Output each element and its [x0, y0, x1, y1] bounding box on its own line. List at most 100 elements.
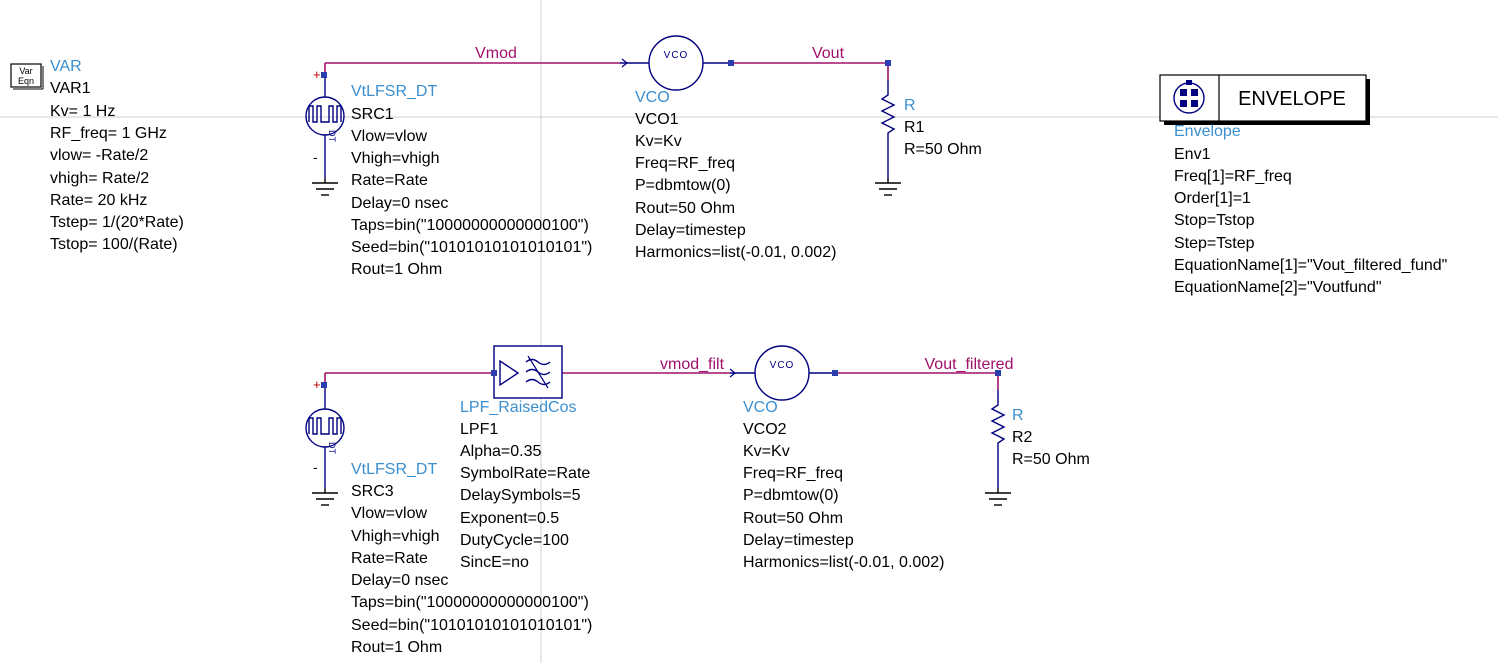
r1-instance-name: R1: [904, 119, 925, 136]
src1-pin: [321, 72, 327, 78]
ground-icon: [312, 178, 338, 196]
vco2-param: Harmonics=list(-0.01, 0.002): [743, 554, 944, 571]
src3-type-label: VtLFSR_DT: [351, 461, 437, 478]
var-type-label: VAR: [50, 58, 82, 75]
vco-icon: [648, 35, 704, 91]
vco1-param: Harmonics=list(-0.01, 0.002): [635, 244, 836, 261]
r2-param: R=50 Ohm: [1012, 451, 1090, 468]
lpf1-type-label: LPF_RaisedCos: [460, 399, 577, 416]
src1-param: Rout=1 Ohm: [351, 261, 442, 278]
net-label-vout: Vout: [812, 45, 845, 62]
var-param: Rate= 20 kHz: [50, 192, 147, 209]
top-chain-wires: Vmod Vout: [324, 45, 889, 80]
vco2-param: Freq=RF_freq: [743, 465, 843, 482]
r1-param: R=50 Ohm: [904, 141, 982, 158]
vco2-type-label: VCO: [743, 399, 778, 416]
ground-icon: [875, 178, 901, 196]
envelope-param: Step=Tstep: [1174, 235, 1255, 252]
var-icon-top: Var: [19, 66, 32, 76]
src1-instance-name: SRC1: [351, 106, 394, 123]
resistor-icon: [990, 390, 1006, 488]
r2-pin: [995, 370, 1001, 376]
vco-icon: [754, 345, 810, 401]
vco1-param: Kv=Kv: [635, 133, 682, 150]
lpf1-param: DelaySymbols=5: [460, 487, 581, 504]
vco2-component[interactable]: VCO VCO VCO2 Kv=Kv Freq=RF_freq P=dbmtow…: [729, 345, 944, 571]
vco2-param: Delay=timestep: [743, 532, 854, 549]
filter-box: [493, 345, 563, 399]
envelope-instance-name: Env1: [1174, 146, 1211, 163]
src1-param: Vhigh=vhigh: [351, 150, 440, 167]
var-param: vlow= -Rate/2: [50, 147, 148, 164]
src3-component[interactable]: + DT - VtLFSR_DT SRC3 Vlow=vlow Vhigh=vh…: [305, 377, 592, 656]
src3-param: Vlow=vlow: [351, 505, 427, 522]
vco1-param: P=dbmtow(0): [635, 177, 731, 194]
var-param: Tstep= 1/(20*Rate): [50, 214, 184, 231]
var-instance-name: VAR1: [50, 80, 91, 97]
src1-param: Delay=0 nsec: [351, 195, 448, 212]
envelope-button-label: ENVELOPE: [1238, 88, 1346, 110]
vco1-param: Rout=50 Ohm: [635, 200, 735, 217]
vco1-param: Delay=timestep: [635, 222, 746, 239]
src1-param: Rate=Rate: [351, 172, 428, 189]
src1-component[interactable]: + DT - VtLFSR_DT SRC1 Vlow=vlow Vhigh=vh…: [305, 67, 592, 278]
envelope-param: Order[1]=1: [1174, 190, 1251, 207]
envelope-param: Freq[1]=RF_freq: [1174, 168, 1292, 185]
bottom-chain-wires: vmod_filt Vout_filtered: [324, 356, 1013, 390]
pulse-source-icon: [305, 96, 345, 136]
envelope-controller[interactable]: ENVELOPE Envelope Env1 Freq[1]=RF_freq O…: [1159, 74, 1447, 296]
var-icon-bottom: Eqn: [18, 76, 34, 86]
vco2-instance-name: VCO2: [743, 421, 787, 438]
src3-param: Vhigh=vhigh: [351, 528, 440, 545]
lpf1-param: Alpha=0.35: [460, 443, 542, 460]
pulse-train-icon: [308, 105, 342, 123]
arrow-icon: [729, 368, 736, 378]
pulse-train-icon: [308, 417, 342, 435]
vco2-pin: [832, 370, 838, 376]
lpf1-instance-name: LPF1: [460, 421, 498, 438]
lpf1-component[interactable]: LPF_RaisedCos LPF1 Alpha=0.35 SymbolRate…: [460, 345, 590, 571]
vco2-param: P=dbmtow(0): [743, 487, 839, 504]
lpf1-pin: [491, 370, 497, 376]
src3-minus-sign: -: [313, 459, 318, 475]
lpf1-param: Exponent=0.5: [460, 510, 559, 527]
r2-instance-name: R2: [1012, 429, 1033, 446]
src3-plus-sign: +: [313, 377, 321, 392]
net-label-vmod-filt: vmod_filt: [660, 356, 725, 373]
resistor-icon: [880, 80, 896, 178]
src3-param: Delay=0 nsec: [351, 572, 448, 589]
wire-vout: [733, 62, 889, 80]
lpf1-param: SincE=no: [460, 554, 529, 571]
envelope-param: Stop=Tstop: [1174, 212, 1255, 229]
pulse-source-icon: [305, 408, 345, 448]
vco1-param: Freq=RF_freq: [635, 155, 735, 172]
src1-param: Taps=bin("10000000000000100"): [351, 217, 589, 234]
r1-component[interactable]: R R1 R=50 Ohm: [875, 60, 982, 196]
src3-pin: [321, 382, 327, 388]
r1-pin: [885, 60, 891, 66]
vco1-symbol-text: VCO: [664, 50, 689, 61]
lpf1-param: DutyCycle=100: [460, 532, 569, 549]
vco2-symbol-text: VCO: [770, 360, 795, 371]
filter-slash-icon: [527, 355, 549, 389]
net-label-vmod: Vmod: [475, 45, 517, 62]
src1-param: Vlow=vlow: [351, 128, 427, 145]
envelope-type-label: Envelope: [1174, 123, 1241, 140]
vco2-param: Rout=50 Ohm: [743, 510, 843, 527]
src1-dt-label: DT: [327, 130, 337, 142]
vco1-component[interactable]: VCO VCO VCO1 Kv=Kv Freq=RF_freq P=dbmtow…: [620, 35, 836, 261]
var-block[interactable]: Var Eqn VAR VAR1 Kv= 1 Hz RF_freq= 1 GHz…: [10, 58, 184, 253]
r2-component[interactable]: R R2 R=50 Ohm: [985, 370, 1090, 506]
src3-param: Rate=Rate: [351, 550, 428, 567]
arrow-icon: [621, 58, 628, 68]
var-param: Tstop= 100/(Rate): [50, 236, 178, 253]
ground-icon: [312, 488, 338, 506]
vco1-pin: [728, 60, 734, 66]
vco1-instance-name: VCO1: [635, 111, 679, 128]
lpf1-param: SymbolRate=Rate: [460, 465, 590, 482]
vco1-type-label: VCO: [635, 89, 670, 106]
var-eqn-icon: Var Eqn: [10, 63, 44, 90]
wire-vout-filtered: [836, 372, 999, 390]
r1-type-label: R: [904, 97, 916, 114]
